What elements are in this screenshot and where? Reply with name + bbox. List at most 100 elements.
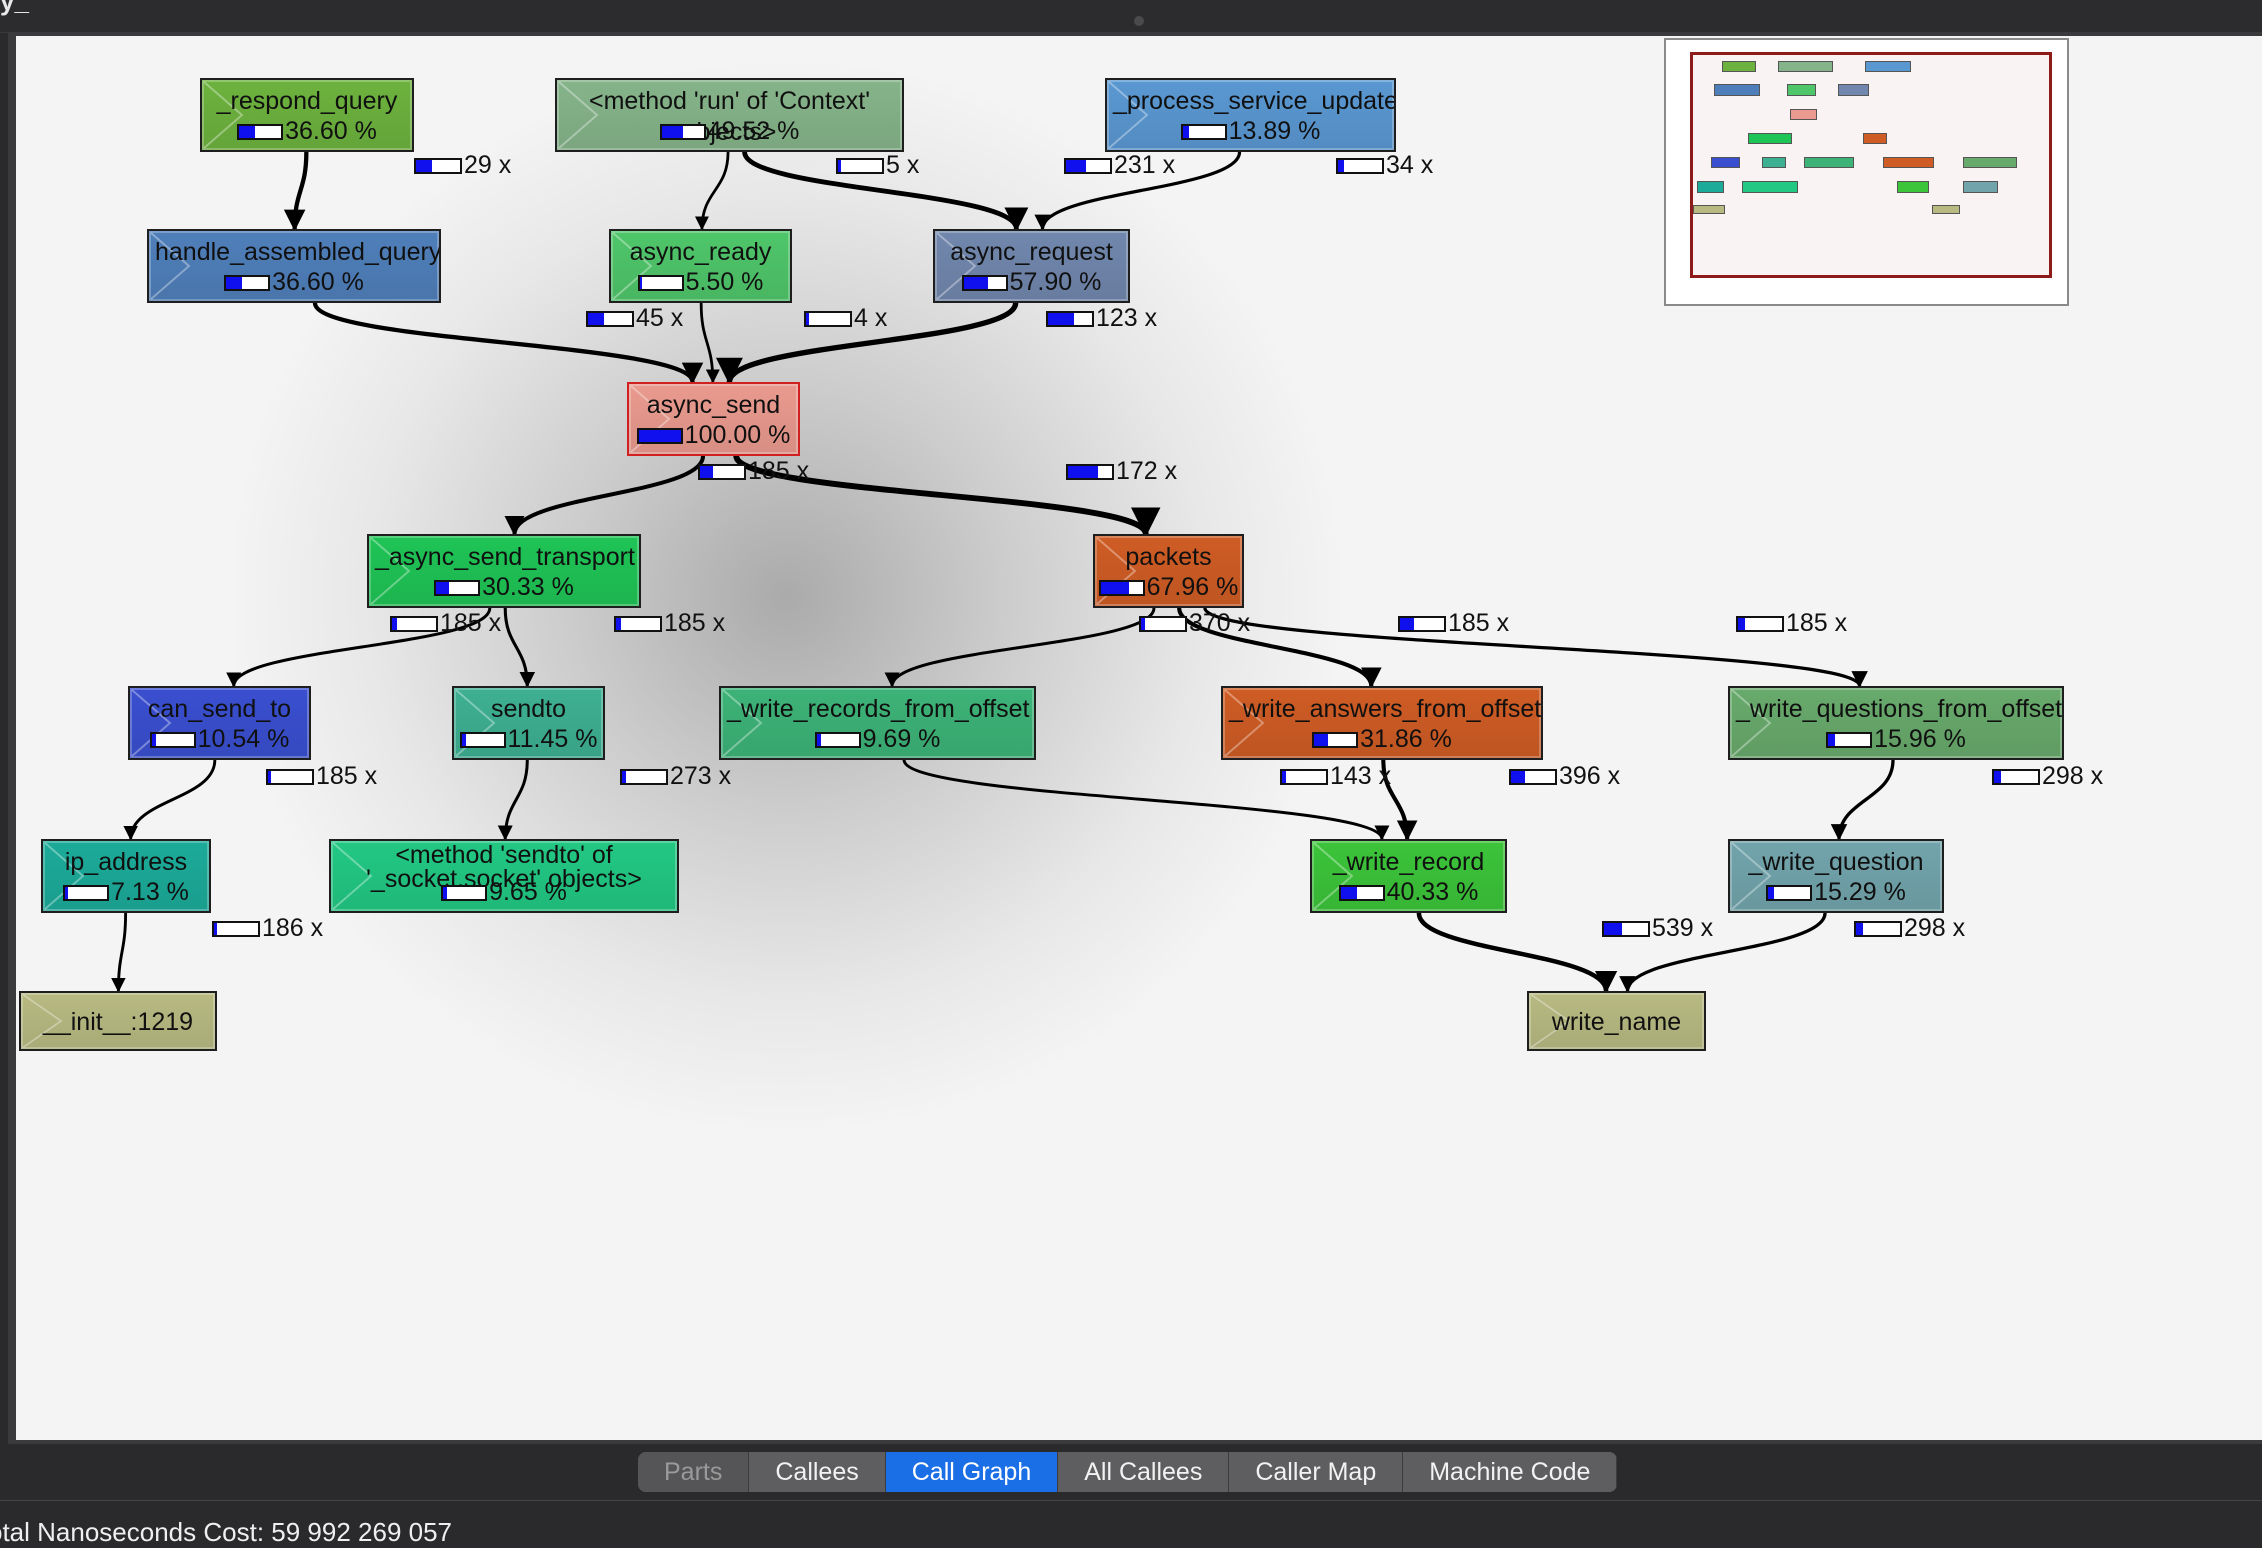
edge-call-count[interactable]: 185 x	[614, 608, 725, 638]
edge-call-count[interactable]: 273 x	[620, 761, 731, 791]
node-chevron-icon	[1108, 81, 1149, 149]
node-label: _write_records_from_offset	[727, 695, 1030, 723]
minimap-node	[1742, 180, 1798, 193]
edge-async-ready-to-async-send[interactable]	[699, 302, 720, 384]
cost-bar	[212, 921, 260, 937]
edge-write-records-from-offset-to-write-record[interactable]	[902, 759, 1390, 841]
edge-call-count[interactable]: 185 x	[1736, 608, 1847, 638]
edge-process-service-update-to-async-request[interactable]	[1034, 151, 1242, 231]
tab-machine-code[interactable]: Machine Code	[1403, 1452, 1618, 1492]
edge-call-count-value: 185 x	[748, 457, 810, 485]
edge-call-count[interactable]: 539 x	[1602, 913, 1713, 943]
cost-bar	[804, 311, 852, 327]
node-method-sendto[interactable]: <method 'sendto' of '_socket.socket' obj…	[329, 839, 679, 913]
edge-call-count[interactable]: 4 x	[804, 303, 887, 333]
node-cost: 40.33 %	[1312, 877, 1505, 907]
cost-bar	[441, 885, 488, 901]
titlebar-handle-icon	[1134, 16, 1144, 26]
edge-call-count[interactable]: 185 x	[1398, 608, 1509, 638]
edge-method-run-to-async-ready[interactable]	[694, 151, 730, 231]
node-cost-value: 31.86 %	[1360, 725, 1452, 753]
edge-call-count[interactable]: 185 x	[698, 456, 809, 486]
edge-call-count[interactable]: 123 x	[1046, 303, 1157, 333]
cost-bar	[1736, 616, 1784, 632]
edge-method-run-to-async-request[interactable]	[742, 151, 1029, 232]
minimap-node	[1786, 84, 1816, 97]
node-cost: 100.00 %	[629, 420, 798, 450]
edge-call-count[interactable]: 143 x	[1280, 761, 1391, 791]
node-write-name[interactable]: write_name	[1527, 991, 1706, 1051]
edge-sendto-to-method-sendto[interactable]	[497, 759, 529, 841]
edge-async-send-transport-to-can-send-to[interactable]	[226, 607, 492, 688]
tab-callees[interactable]: Callees	[749, 1452, 886, 1492]
graph-overview-minimap[interactable]	[1664, 38, 2069, 306]
edge-call-count[interactable]: 231 x	[1064, 150, 1175, 180]
edge-call-count-value: 186 x	[262, 914, 324, 942]
tab-all-callees[interactable]: All Callees	[1058, 1452, 1230, 1492]
node-label: _write_questions_from_offset	[1736, 695, 2063, 723]
edge-async-send-to-packets[interactable]	[733, 454, 1161, 537]
edge-async-request-to-async-send[interactable]	[716, 302, 1019, 385]
edge-call-count[interactable]: 298 x	[1992, 761, 2103, 791]
node-label: sendto	[490, 695, 567, 723]
edge-call-count[interactable]: 185 x	[390, 608, 501, 638]
edge-call-count[interactable]: 172 x	[1066, 456, 1177, 486]
edge-call-count[interactable]: 396 x	[1509, 761, 1620, 791]
edge-call-count[interactable]: 5 x	[836, 150, 919, 180]
cost-bar	[1992, 769, 2040, 785]
edge-call-count[interactable]: 298 x	[1854, 913, 1965, 943]
edge-call-count-value: 185 x	[1448, 609, 1510, 637]
node-method-run[interactable]: <method 'run' of 'Context' objects>49.52…	[555, 78, 904, 152]
edge-call-count[interactable]: 29 x	[414, 150, 511, 180]
minimap-node	[1693, 204, 1725, 215]
tab-call-graph[interactable]: Call Graph	[885, 1452, 1059, 1492]
edge-handle-assembled-query-to-async-send[interactable]	[312, 302, 704, 385]
edge-async-send-to-async-send-transport[interactable]	[504, 455, 706, 536]
edge-call-count[interactable]: 185 x	[266, 761, 377, 791]
cost-bar	[224, 275, 271, 291]
status-total-cost: otal Nanoseconds Cost: 59 992 269 057	[0, 1517, 453, 1547]
edge-call-count[interactable]: 186 x	[212, 913, 323, 943]
edge-call-count-value: 370 x	[1189, 609, 1251, 637]
edge-call-count[interactable]: 34 x	[1336, 150, 1433, 180]
edge-call-count[interactable]: 45 x	[586, 303, 683, 333]
tab-caller-map[interactable]: Caller Map	[1229, 1452, 1404, 1492]
edge-packets-to-write-questions-from-offset[interactable]	[1203, 607, 1868, 688]
node-cost: 15.96 %	[1730, 724, 2062, 754]
edge-can-send-to-to-ip-address[interactable]	[123, 759, 217, 841]
node-init-1219[interactable]: __init__:1219	[19, 991, 217, 1051]
cost-bar	[1602, 921, 1650, 937]
edge-write-record-to-write-name[interactable]	[1416, 912, 1618, 994]
edge-packets-to-write-records-from-offset[interactable]	[884, 607, 1156, 688]
cost-bar	[814, 732, 861, 748]
edge-ip-address-to-init-1219[interactable]	[111, 912, 128, 993]
edge-call-count-value: 298 x	[1904, 914, 1966, 942]
edge-respond-query-to-handle-assembled-query[interactable]	[283, 151, 309, 232]
node-cost: 57.90 %	[935, 267, 1128, 297]
edge-write-answers-from-offset-to-write-record[interactable]	[1381, 759, 1418, 842]
edge-call-count[interactable]: 370 x	[1139, 608, 1250, 638]
edge-packets-to-write-answers-from-offset[interactable]	[1177, 607, 1382, 689]
edge-write-question-to-write-name[interactable]	[1619, 912, 1827, 993]
edge-async-send-transport-to-sendto[interactable]	[503, 607, 536, 688]
edge-call-count-value: 185 x	[1786, 609, 1848, 637]
cost-bar	[1312, 732, 1359, 748]
edge-write-questions-from-offset-to-write-question[interactable]	[1830, 759, 1895, 841]
